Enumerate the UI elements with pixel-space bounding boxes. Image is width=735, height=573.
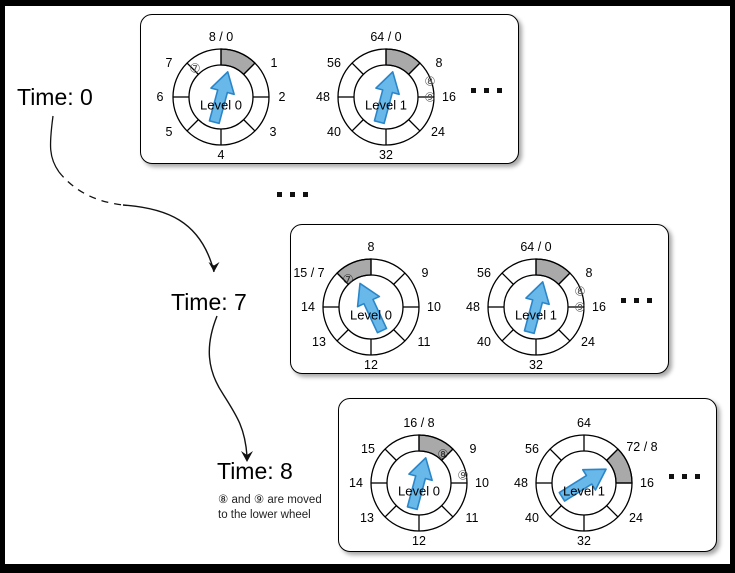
wheel-tick-48: 48 <box>514 476 528 490</box>
wheel-center-label: Level 0 <box>398 483 440 499</box>
timer-token-7: ⑦ <box>189 61 201 76</box>
wheel-level-1-time-0: 64 / 0 8 16 24 32 40 48 56 ⑧ ⑨ Level 1 <box>316 25 456 162</box>
wheel-tick-32: 32 <box>577 534 591 548</box>
wheel-tick-8: 8 <box>435 56 443 70</box>
wheel-top-label: 64 / 0 <box>520 240 552 254</box>
timer-token-9: ⑨ <box>457 468 469 483</box>
wheel-tick-13: 13 <box>360 511 374 525</box>
wheel-center-label: Level 1 <box>515 307 557 323</box>
wheel-tick-56: 56 <box>327 56 341 70</box>
panel-time-8: 16 / 8 9 10 11 12 13 14 15 ⑧ ⑨ Level 0 <box>338 398 717 552</box>
time-label-7: Time: 7 <box>171 289 247 315</box>
wheel-level-0-time-7: 8 9 10 11 12 13 14 15 / 7 ⑦ Level 0 <box>293 235 441 372</box>
wheel-tick-40: 40 <box>477 335 491 349</box>
wheel-top-label: 8 / 0 <box>208 30 234 44</box>
time-label-8: Time: 8 <box>217 458 293 484</box>
wheel-level-1-time-7: 64 / 0 8 16 24 32 40 48 56 ⑧ ⑨ Level 1 <box>466 235 606 372</box>
timer-token-9: ⑨ <box>574 300 586 315</box>
wheel-tick-24: 24 <box>581 335 595 349</box>
time-8-caption-line-2: to the lower wheel <box>218 509 311 521</box>
wheel-tick-11: 11 <box>417 335 431 349</box>
flow-arrow-0-to-7 <box>49 115 220 273</box>
wheel-tick-5: 5 <box>165 125 173 139</box>
wheel-tick-11: 11 <box>465 511 479 525</box>
wheel-tick-12: 12 <box>412 534 426 548</box>
timer-token-8: ⑧ <box>437 447 449 462</box>
panel-time-0: 8 / 0 1 2 3 4 5 6 7 ⑦ Level 0 <box>140 14 519 164</box>
wheel-tick-9: 9 <box>421 266 429 280</box>
wheel-tick-6: 6 <box>156 90 164 104</box>
wheel-tick-10: 10 <box>475 476 489 490</box>
wheel-tick-15-7: 15 / 7 <box>293 266 325 280</box>
wheel-tick-56: 56 <box>477 266 491 280</box>
wheel-tick-40: 40 <box>327 125 341 139</box>
wheel-top-label: 16 / 8 <box>403 416 435 430</box>
wheel-tick-16: 16 <box>442 90 456 104</box>
wheel-tick-48: 48 <box>316 90 330 104</box>
panel-ellipsis <box>471 88 510 93</box>
wheel-tick-4: 4 <box>217 148 225 162</box>
time-8-caption-line-1: ⑧ and ⑨ are moved <box>218 494 322 506</box>
wheel-tick-16: 16 <box>640 476 654 490</box>
vertical-ellipsis-between-panels <box>277 192 316 197</box>
wheel-tick-16: 16 <box>592 300 606 314</box>
timer-token-9: ⑨ <box>424 90 436 105</box>
panel-time-7: 8 9 10 11 12 13 14 15 / 7 ⑦ Level 0 <box>290 224 669 374</box>
wheel-level-0-time-0: 8 / 0 1 2 3 4 5 6 7 ⑦ Level 0 <box>151 25 291 162</box>
panel-ellipsis <box>669 474 708 479</box>
wheel-tick-2: 2 <box>278 90 286 104</box>
wheel-tick-48: 48 <box>466 300 480 314</box>
timer-token-8: ⑧ <box>574 284 586 299</box>
wheel-tick-12: 12 <box>364 358 378 372</box>
timer-token-7: ⑦ <box>342 272 354 287</box>
wheel-top-label: 64 / 0 <box>370 30 402 44</box>
wheel-tick-24: 24 <box>431 125 445 139</box>
wheel-tick-13: 13 <box>312 335 326 349</box>
wheel-center-label: Level 0 <box>350 307 392 323</box>
wheel-tick-10: 10 <box>427 300 441 314</box>
wheel-tick-8: 8 <box>585 266 593 280</box>
wheel-level-0-time-8: 16 / 8 9 10 11 12 13 14 15 ⑧ ⑨ Level 0 <box>349 411 489 548</box>
wheel-tick-72-8: 72 / 8 <box>626 440 658 454</box>
wheel-top-label: 64 <box>577 416 591 430</box>
time-label-0: Time: 0 <box>17 84 93 110</box>
timer-token-8: ⑧ <box>424 74 436 89</box>
wheel-tick-14: 14 <box>349 476 363 490</box>
wheel-center-label: Level 0 <box>200 97 242 113</box>
wheel-tick-3: 3 <box>269 125 277 139</box>
panel-ellipsis <box>621 298 660 303</box>
wheel-tick-1: 1 <box>270 56 278 70</box>
flow-arrow-7-to-8 <box>208 315 253 462</box>
wheel-tick-56: 56 <box>525 442 539 456</box>
wheel-tick-14: 14 <box>301 300 315 314</box>
figure-canvas: Time: 0 Time: 7 Time: 8 ⑧ and ⑨ are move… <box>5 6 730 564</box>
wheel-tick-9: 9 <box>469 442 477 456</box>
wheel-tick-7: 7 <box>165 56 173 70</box>
wheel-tick-32: 32 <box>529 358 543 372</box>
wheel-tick-15: 15 <box>361 442 375 456</box>
wheel-center-label: Level 1 <box>563 483 605 499</box>
wheel-level-1-time-8: 64 72 / 8 16 24 32 40 48 56 Level 1 <box>514 411 658 548</box>
wheel-center-label: Level 1 <box>365 97 407 113</box>
wheel-top-label: 8 <box>367 240 375 254</box>
wheel-tick-32: 32 <box>379 148 393 162</box>
wheel-tick-24: 24 <box>629 511 643 525</box>
wheel-tick-40: 40 <box>525 511 539 525</box>
